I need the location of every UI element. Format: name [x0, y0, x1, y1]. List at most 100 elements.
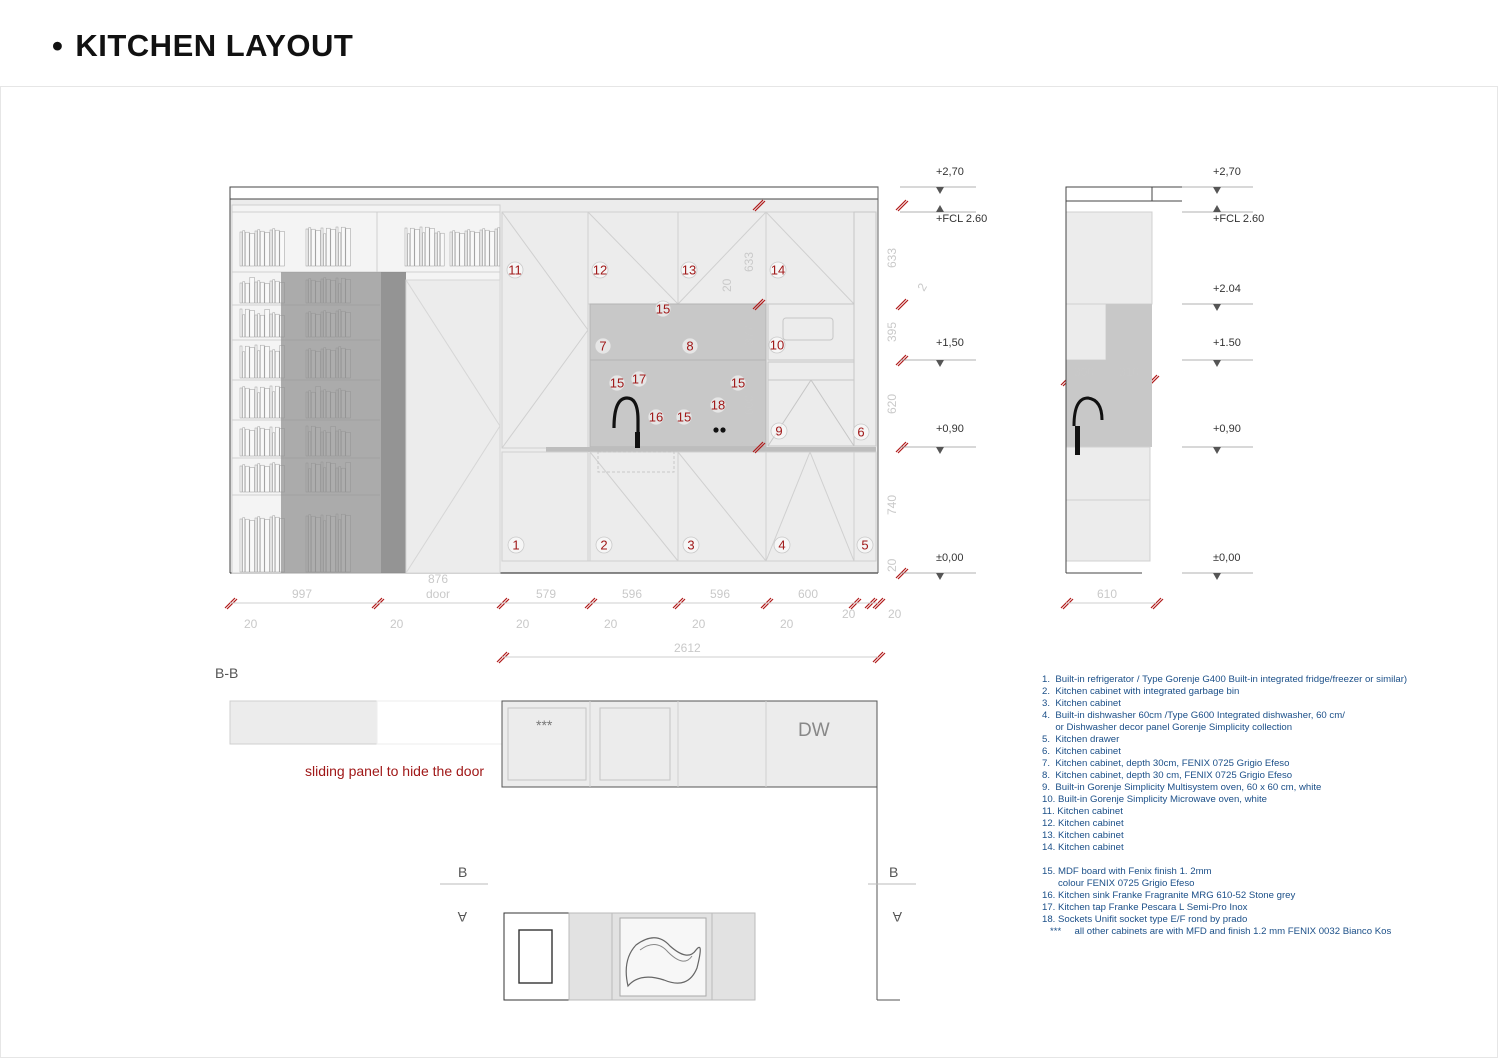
- book: [242, 517, 246, 573]
- legend-item: 16. Kitchen sink Franke Fragranite MRG 6…: [1042, 890, 1296, 901]
- book: [260, 344, 265, 379]
- legend-item: 9. Built-in Gorenje Simplicity Multisyst…: [1042, 782, 1322, 793]
- book: [249, 233, 255, 267]
- book: [275, 313, 280, 338]
- book: [320, 227, 324, 267]
- dimension-tick: [850, 598, 862, 610]
- book: [239, 308, 243, 338]
- section-marker-right-rot: A: [892, 909, 902, 925]
- book: [254, 427, 258, 457]
- title-text: KITCHEN LAYOUT: [75, 28, 354, 63]
- legend-item: 13. Kitchen cabinet: [1042, 830, 1124, 841]
- cabinet-diagonal: [501, 211, 589, 331]
- section-door-gap: [376, 700, 503, 745]
- book: [249, 389, 255, 419]
- book: [407, 233, 411, 267]
- book: [482, 228, 486, 267]
- book: [485, 229, 490, 267]
- book: [257, 392, 261, 419]
- tag-circle: [647, 408, 665, 426]
- book: [269, 313, 273, 338]
- book: [272, 515, 276, 573]
- dim-876: 876: [428, 572, 448, 586]
- cabinet-diagonal: [677, 211, 767, 305]
- book: [257, 426, 261, 457]
- book: [239, 345, 243, 379]
- dimension-tick: [895, 298, 907, 310]
- legend-item: colour FENIX 0725 Grigio Efeso: [1042, 878, 1195, 889]
- book: [245, 518, 250, 573]
- tag-circle: [654, 300, 672, 318]
- dimension-tick: [895, 199, 907, 211]
- dimension-tick: [1062, 598, 1074, 610]
- dimension-tick: [674, 598, 686, 610]
- tag-label: 16: [649, 410, 663, 425]
- section-counter: [501, 700, 878, 788]
- book: [275, 350, 280, 379]
- dim-600: 600: [798, 587, 818, 601]
- vdim-740: 740: [885, 495, 899, 515]
- vdim-633: 633: [885, 248, 899, 268]
- tag-circle: [729, 374, 747, 392]
- book: [260, 281, 265, 304]
- book: [470, 230, 475, 267]
- book: [272, 462, 276, 493]
- dimension-tick: [897, 200, 909, 212]
- dim-gap: 20: [780, 617, 794, 631]
- book: [239, 518, 243, 573]
- section-marker-left: B: [458, 864, 467, 880]
- book: [269, 229, 273, 267]
- book: [440, 232, 445, 267]
- legend-item: 1. Built-in refrigerator / Type Gorenje …: [1042, 674, 1408, 685]
- book: [464, 230, 468, 267]
- book: [305, 228, 309, 267]
- vdim-395: 395: [885, 322, 899, 342]
- book: [269, 280, 273, 304]
- sink-outline: [597, 451, 675, 473]
- book: [474, 232, 480, 267]
- dimension-tick: [874, 652, 886, 664]
- dimension-tick: [866, 598, 878, 610]
- book: [414, 229, 420, 267]
- title-bullet: •: [52, 28, 64, 63]
- door-opening: [405, 279, 501, 574]
- section-bb: B-B *** DW sliding panel to hide the doo…: [215, 665, 916, 1001]
- tag-label: 15: [610, 376, 624, 391]
- tag-circle: [630, 370, 648, 388]
- side-base-cabinet: [1065, 446, 1151, 562]
- page-title: • KITCHEN LAYOUT: [52, 28, 353, 64]
- side-elevation: 300 310 610 +2,70 +FCL 2.60 +2.04 +1.50 …: [1065, 166, 1264, 604]
- book: [422, 232, 426, 267]
- plan-column-inner: [518, 929, 553, 984]
- dimension-tick: [226, 598, 238, 610]
- dim-596a: 596: [622, 587, 642, 601]
- dimension-tick: [897, 299, 909, 311]
- book: [323, 233, 327, 267]
- plan-sink-curve: [639, 944, 693, 962]
- book: [239, 465, 243, 493]
- book: [257, 280, 261, 304]
- level-triangle-icon: [1213, 573, 1221, 580]
- book: [254, 517, 258, 573]
- book: [245, 387, 250, 419]
- book: [272, 391, 276, 419]
- tag-circle: [675, 408, 693, 426]
- book: [257, 516, 261, 573]
- dimension-tick: [752, 298, 764, 310]
- book: [242, 351, 246, 379]
- level-270: +2,70: [936, 166, 964, 178]
- book: [425, 226, 430, 267]
- dim-door: door: [426, 587, 450, 601]
- level-markers-front: +2,70 +FCL 2.60 +1,50 +0,90 ±0,00: [900, 166, 987, 580]
- legend-item: or Dishwasher decor panel Gorenje Simpli…: [1042, 722, 1293, 733]
- book: [257, 350, 261, 379]
- book: [242, 314, 246, 338]
- book: [459, 233, 465, 267]
- ceiling-band: [229, 186, 879, 200]
- section-dw: DW: [798, 720, 830, 741]
- vdim-20: 20: [885, 558, 899, 572]
- section-marker-right: B: [889, 864, 898, 880]
- legend-item: 12. Kitchen cabinet: [1042, 818, 1124, 829]
- door-swing-line: [405, 279, 501, 427]
- book: [449, 231, 453, 267]
